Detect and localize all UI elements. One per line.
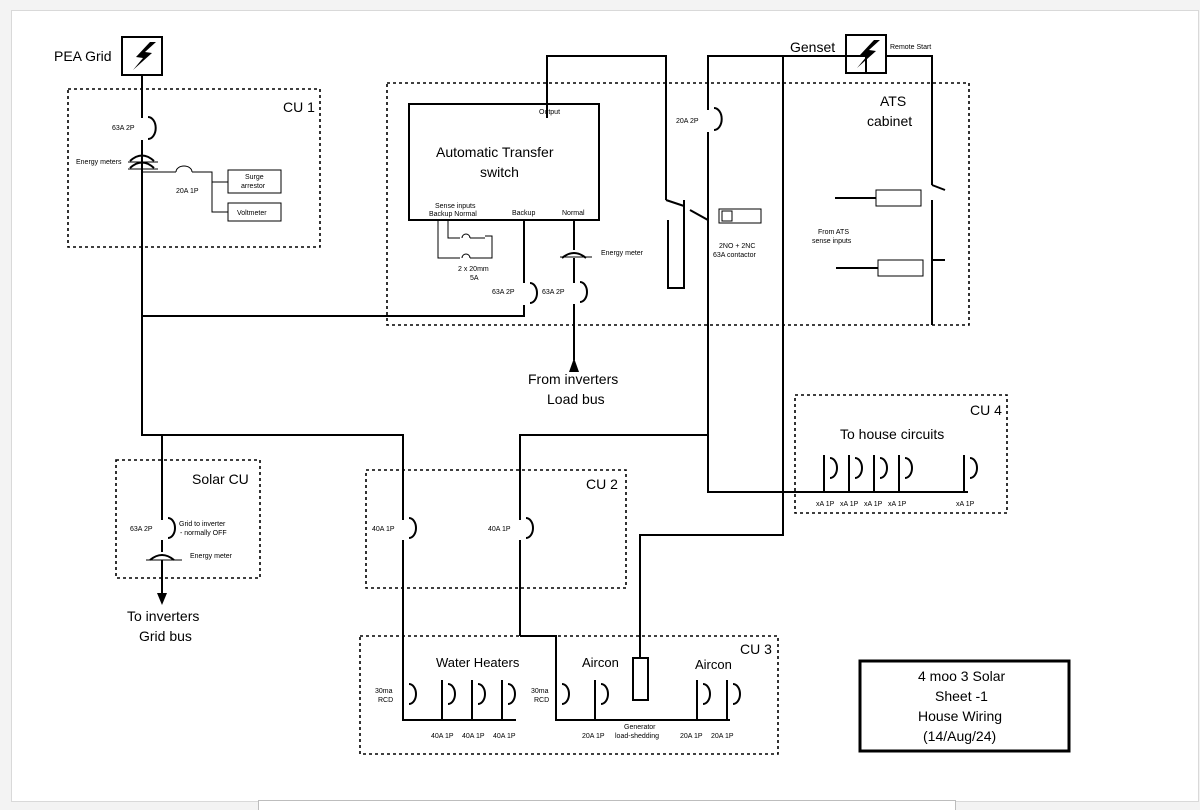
cu4-breaker-label-4: xA 1P xyxy=(888,501,907,508)
to-inverters-label-1: To inverters xyxy=(127,608,199,624)
cu1-box xyxy=(67,88,321,248)
rcd-right-label-1: 30ma xyxy=(531,688,549,695)
ats-genset-breaker-label: 20A 2P xyxy=(676,118,699,125)
cu4-breaker-label-1: xA 1P xyxy=(816,501,835,508)
cu1-energy-meters-label: Energy meters xyxy=(76,159,122,166)
ac-breaker-left-label: 20A 1P xyxy=(582,733,605,740)
aircon-right-label: Aircon xyxy=(695,657,732,672)
solar-cu-note-1: Grid to inverter xyxy=(179,521,226,528)
ats-fuses-label-2: 5A xyxy=(470,275,479,282)
to-inverters-label-2: Grid bus xyxy=(139,628,192,644)
voltmeter-label: Voltmeter xyxy=(237,210,267,217)
cu2-breaker-right-label: 40A 1P xyxy=(488,526,511,533)
wh-breaker-label-2: 40A 1P xyxy=(462,733,485,740)
ats-output-label: Output xyxy=(539,109,560,116)
contactor-label-1: 2NO + 2NC xyxy=(719,243,755,250)
ats-title-2: cabinet xyxy=(867,113,912,129)
cu1-20a-label: 20A 1P xyxy=(176,188,199,195)
lightning-icon xyxy=(133,42,156,70)
from-inverters-label-1: From inverters xyxy=(528,371,618,387)
rcd-right-label-2: RCD xyxy=(534,697,549,704)
solar-cu-breaker-label: 63A 2P xyxy=(130,526,153,533)
generator-label-2: load-shedding xyxy=(615,733,659,740)
ats-title-1: ATS xyxy=(880,93,906,109)
ac-breaker-right-label-2: 20A 1P xyxy=(711,733,734,740)
cu4-subtitle: To house circuits xyxy=(840,426,944,442)
from-inverters-label-2: Load bus xyxy=(547,391,605,407)
title-line-4: (14/Aug/24) xyxy=(923,728,996,744)
rcd-left-label-2: RCD xyxy=(378,697,393,704)
ats-switch-title-1: Automatic Transfer xyxy=(436,144,554,160)
ats-breaker-backup-label: 63A 2P xyxy=(492,289,515,296)
cu2-title: CU 2 xyxy=(586,476,618,492)
title-block xyxy=(858,659,1071,753)
solar-cu-title: Solar CU xyxy=(192,471,249,487)
title-line-3: House Wiring xyxy=(918,708,1002,724)
surge-arrestor-label-2: arrestor xyxy=(241,183,266,190)
cu4-breaker-label-5: xA 1P xyxy=(956,501,975,508)
wh-breaker-label-1: 40A 1P xyxy=(431,733,454,740)
cu2-breaker-left-label: 40A 1P xyxy=(372,526,395,533)
bottom-scroll-bar[interactable] xyxy=(258,800,956,810)
generator-label-1: Generator xyxy=(624,724,656,731)
ats-fuses-label-1: 2 x 20mm xyxy=(458,266,489,273)
cu4-breaker-label-2: xA 1P xyxy=(840,501,859,508)
from-ats-label-1: From ATS xyxy=(818,229,849,236)
cu4-title: CU 4 xyxy=(970,402,1002,418)
lightning-icon xyxy=(857,40,880,68)
ats-sense-label-1: Sense inputs xyxy=(435,203,476,210)
wh-breaker-label-3: 40A 1P xyxy=(493,733,516,740)
wiring xyxy=(128,55,978,721)
solar-cu-box xyxy=(115,459,261,579)
ats-switch-box xyxy=(408,103,600,221)
ats-sense-label-2: Backup Normal xyxy=(429,211,477,218)
aircon-left-label: Aircon xyxy=(582,655,619,670)
from-ats-label-2: sense inputs xyxy=(812,238,852,245)
ats-normal-label: Normal xyxy=(562,210,585,217)
surge-arrestor-label-1: Surge xyxy=(245,174,264,181)
cu3-title: CU 3 xyxy=(740,641,772,657)
ats-backup-label: Backup xyxy=(512,210,535,217)
title-line-2: Sheet -1 xyxy=(935,688,988,704)
pea-grid-symbol xyxy=(121,36,163,76)
ats-switch-title-2: switch xyxy=(480,164,519,180)
remote-start-label: Remote Start xyxy=(890,44,931,51)
cu4-breaker-label-3: xA 1P xyxy=(864,501,883,508)
pea-grid-label: PEA Grid xyxy=(54,48,112,64)
water-heaters-label: Water Heaters xyxy=(436,655,520,670)
solar-cu-note-2: - normally OFF xyxy=(180,530,227,537)
solar-cu-energy-meter-label: Energy meter xyxy=(190,553,233,560)
cu4-box xyxy=(794,394,1008,514)
document-page xyxy=(11,10,1199,802)
rcd-left-label-1: 30ma xyxy=(375,688,393,695)
ats-cabinet-box xyxy=(386,82,970,326)
cu1-breaker-label: 63A 2P xyxy=(112,125,135,132)
cu2-box xyxy=(365,469,627,589)
ats-energy-meter-label: Energy meter xyxy=(601,250,644,257)
ats-breaker-normal-label: 63A 2P xyxy=(542,289,565,296)
cu3-box xyxy=(359,635,779,755)
genset-label: Genset xyxy=(790,39,835,55)
title-line-1: 4 moo 3 Solar xyxy=(918,668,1005,684)
cu1-title: CU 1 xyxy=(283,99,315,115)
ac-breaker-right-label-1: 20A 1P xyxy=(680,733,703,740)
contactor-label-2: 63A contactor xyxy=(713,252,756,259)
